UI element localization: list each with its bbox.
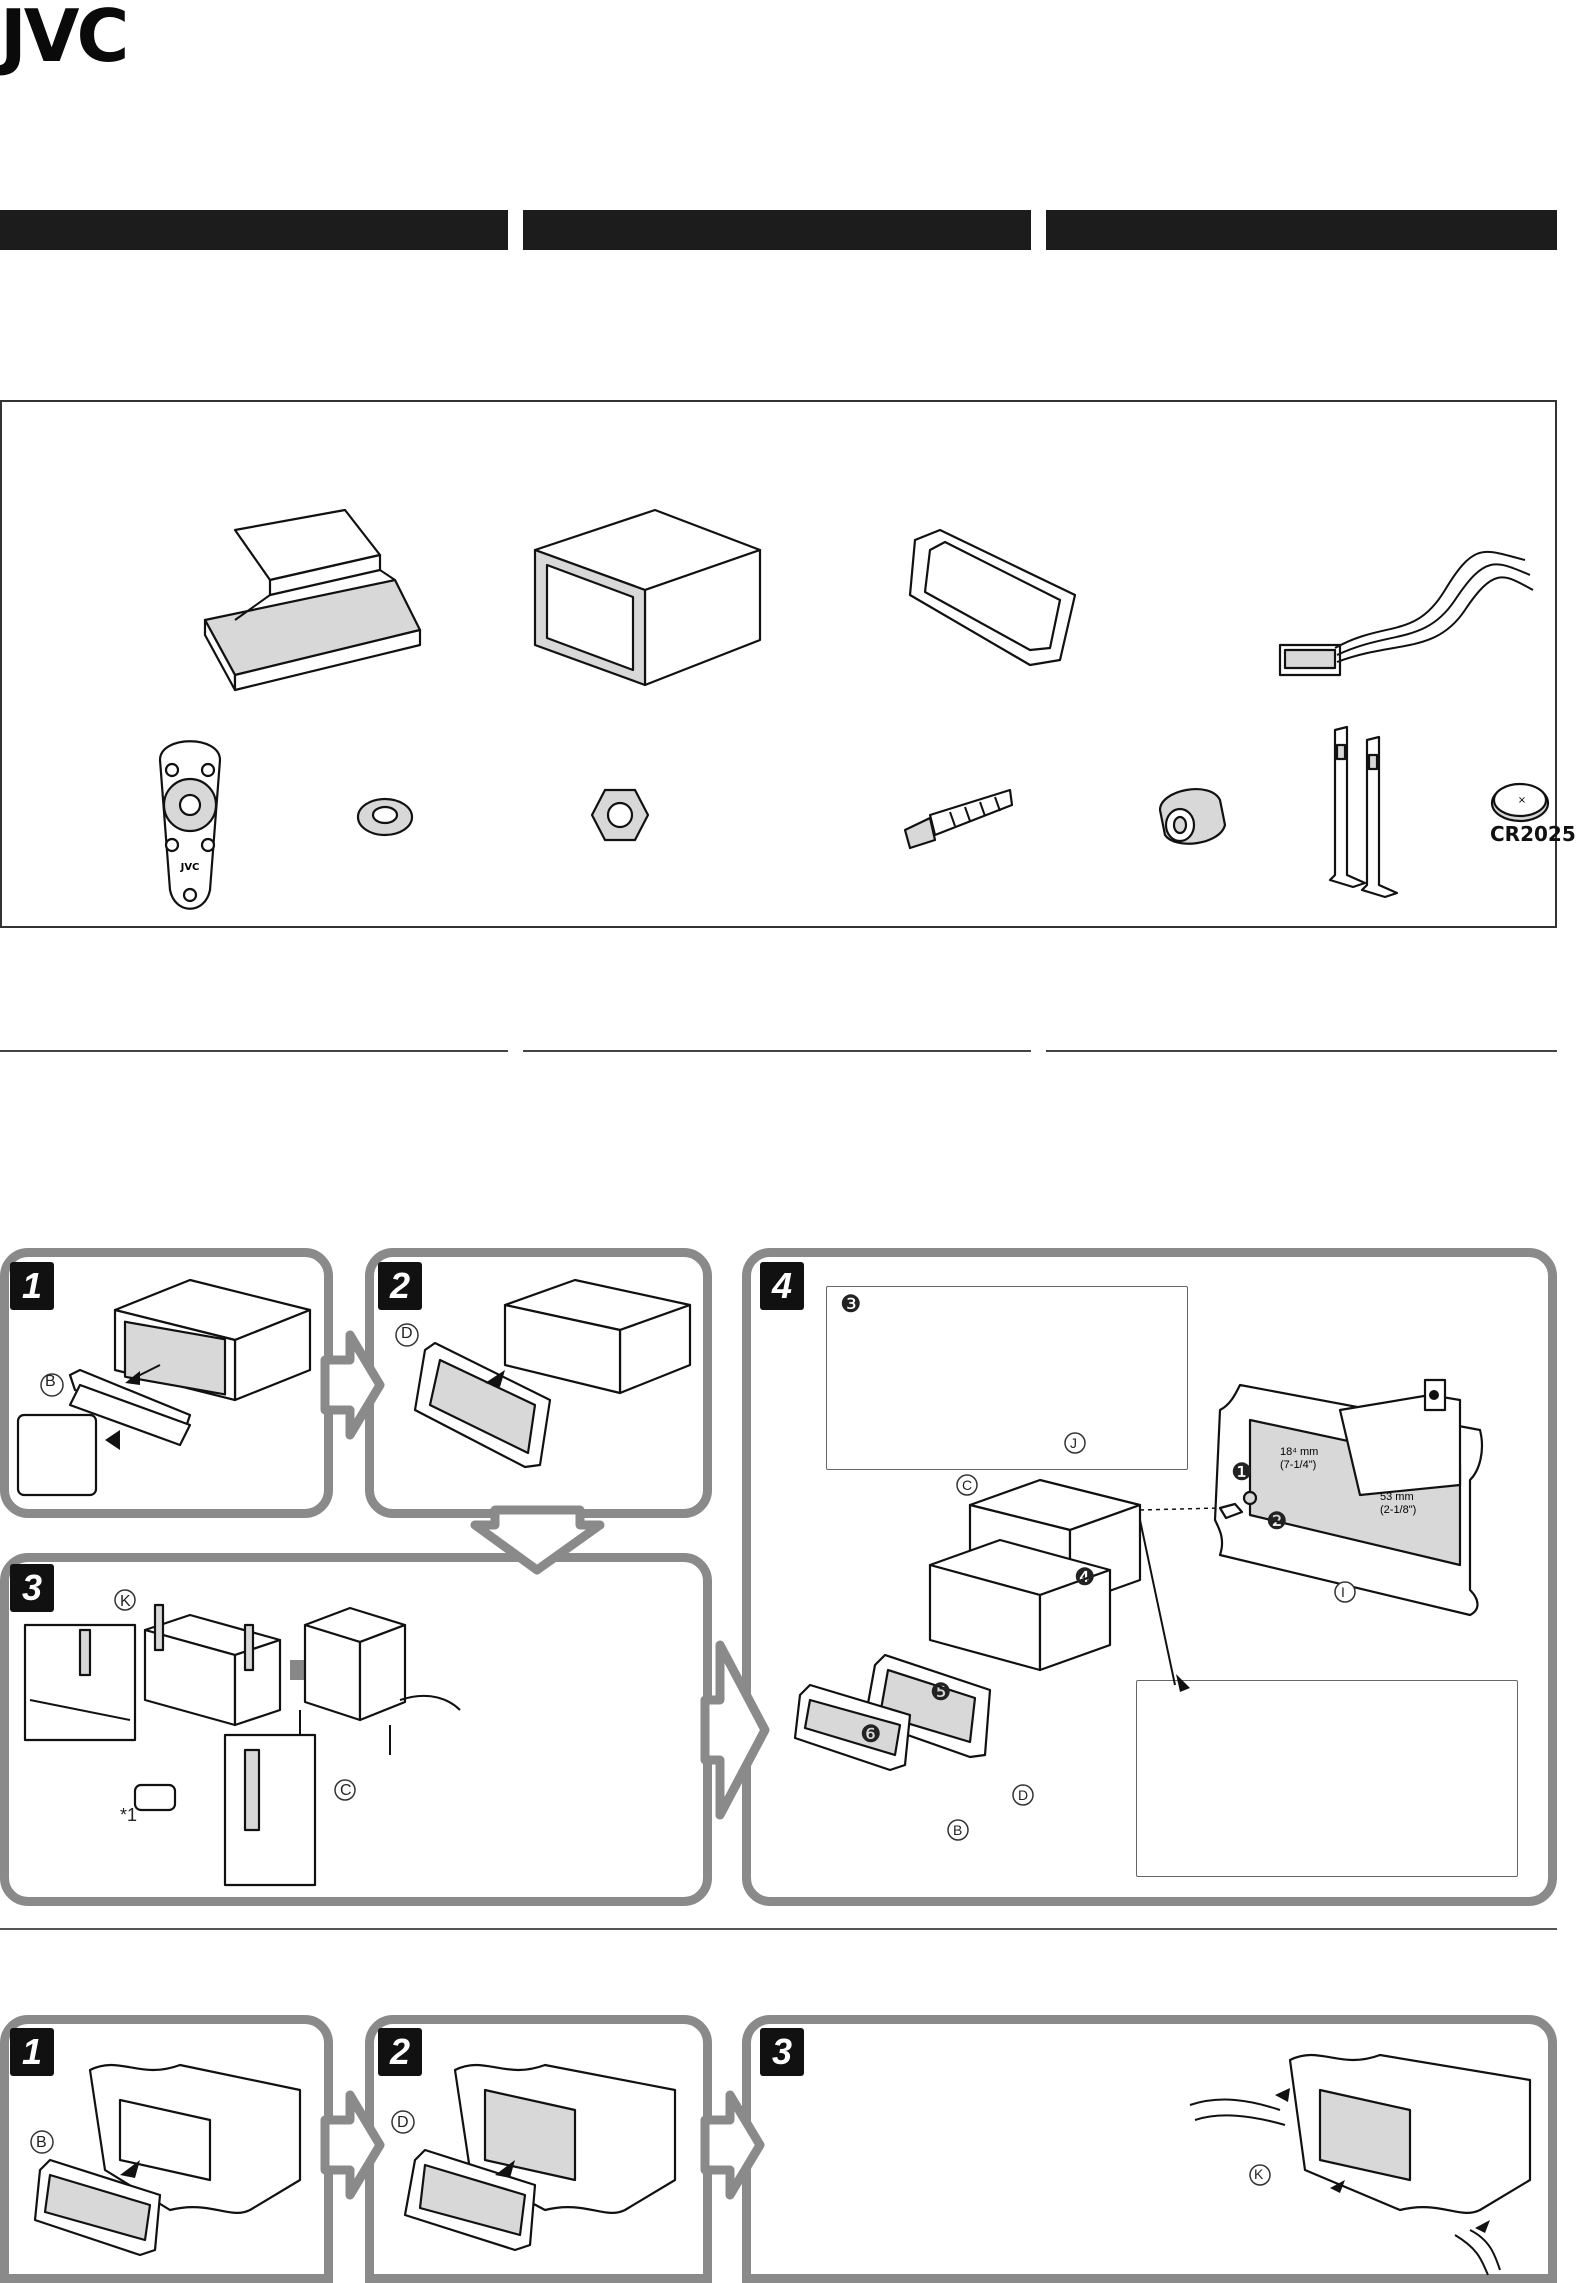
section-bar-spanish [523,210,1031,250]
step4-bullet-3: ❸ [840,1291,862,1318]
callout-b-step4: B [953,1822,963,1838]
wiring-harness-illustration [1278,550,1534,677]
removal-callout-d: D [397,2114,409,2131]
step4-bullet-4: ❹ [1074,1564,1096,1591]
remote-control-illustration: JVC [158,740,222,910]
step2-remove-trim-drawing [395,1278,692,1469]
removal-step-number-2: 2 [378,2028,422,2076]
callout-c-step3: C [340,1782,352,1799]
removal-callout-b: B [36,2134,47,2151]
callout-j-step4: J [1070,1435,1077,1451]
svg-text:×: × [1518,795,1526,806]
removal-flow-arrow-2 [700,2090,765,2200]
bracket-dim-2: (7-1/4") [1280,1459,1316,1471]
battery-label: CR2025 [1490,822,1576,846]
removal-tools-illustration [1328,725,1399,899]
removal-callout-k: K [1254,2166,1264,2182]
section-bar-french [1046,210,1557,250]
battery-illustration: × [1490,782,1550,823]
mounting-bolt-illustration [903,788,1014,850]
section-bar-english [0,210,508,250]
step1-remove-faceplate-drawing [16,1278,312,1497]
flow-arrow-2-to-3 [470,1505,605,1575]
footnote-marker-1: *1 [120,1805,138,1825]
step4-bullet-2: ❷ [1266,1508,1288,1535]
step4-bullet-5: ❺ [930,1679,952,1706]
bracket-dim-3: 53 mm [1380,1491,1414,1503]
jvc-logo: JVC [0,0,129,78]
step4-note-box-bottom [1136,1680,1518,1877]
faceplate-case-illustration [203,508,422,692]
trim-plate-illustration [908,528,1077,667]
removal-flow-arrow-1 [320,2090,385,2200]
rubber-cushion-illustration [1158,788,1227,845]
callout-i-step4: I [1341,1584,1345,1600]
callout-d-step4: D [1018,1787,1029,1803]
step-number-1: 1 [10,1262,54,1310]
step4-bullet-1: ❶ [1231,1459,1253,1486]
removal-step-number-1: 1 [10,2028,54,2076]
parts-list-box [0,400,1557,928]
callout-c-step4: C [962,1477,973,1493]
callout-k-step3: K [120,1593,131,1610]
mounting-sleeve-illustration [533,508,762,687]
section-divider-removal [0,1928,1557,1930]
divider-spanish [523,1050,1031,1052]
bracket-dim-1: 18⁴ mm [1280,1446,1318,1458]
step-number-4: 4 [760,1262,804,1310]
step-number-2: 2 [378,1262,422,1310]
removal-step3-drawing [1189,2053,1532,2276]
flow-arrow-3-to-4 [700,1640,770,1820]
step4-install-drawing: 18⁴ mm (7-1/4") 53 mm (2-1/8") [793,1378,1484,1841]
washer-illustration [356,797,414,837]
callout-d-step2: D [401,1325,413,1342]
step4-note-box-top [826,1286,1188,1470]
step3-remove-sleeve-drawing [23,1589,461,1887]
removal-step2-drawing [391,2063,677,2252]
divider-english [0,1050,508,1052]
step4-bullet-6: ❻ [860,1721,882,1748]
flow-arrow-1-to-2 [320,1330,385,1440]
removal-step1-drawing [30,2063,302,2257]
callout-b-step1: B [45,1373,56,1390]
step-number-3: 3 [10,1564,54,1612]
lock-nut-illustration [590,788,650,842]
bracket-dim-4: (2-1/8") [1380,1504,1416,1516]
removal-step-number-3: 3 [760,2028,804,2076]
divider-french [1046,1050,1557,1052]
remote-logo-text: JVC [180,862,200,873]
